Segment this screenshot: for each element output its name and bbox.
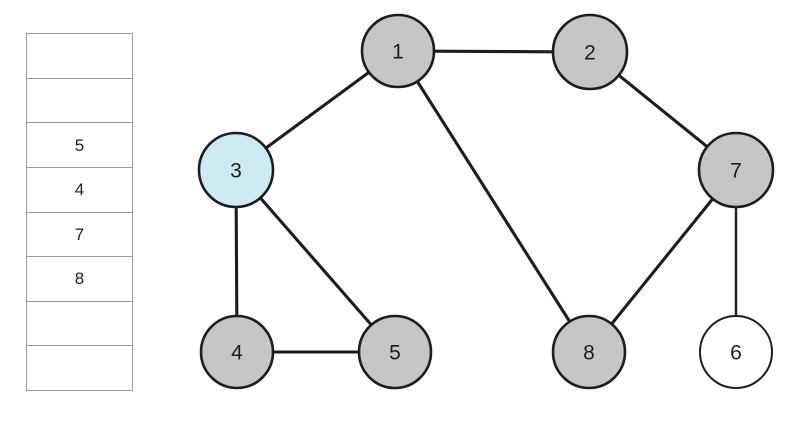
- graph-edge: [414, 78, 573, 325]
- graph-node-3[interactable]: 3: [197, 131, 275, 209]
- graph-node-4[interactable]: 4: [199, 314, 275, 390]
- graph-edge: [616, 72, 710, 150]
- node-circle-4[interactable]: [199, 314, 275, 390]
- node-label-1: 1: [392, 41, 404, 64]
- graph-node-1[interactable]: 1: [360, 13, 436, 89]
- graph-edge: [430, 49, 557, 54]
- queue-cell[interactable]: [27, 78, 132, 124]
- queue-cell[interactable]: 7: [27, 212, 132, 258]
- graph-edge: [609, 196, 716, 327]
- graph-edge: [263, 69, 372, 151]
- queue-cell[interactable]: 4: [27, 167, 132, 213]
- queue-cell[interactable]: [27, 301, 132, 347]
- node-circle-3[interactable]: [197, 131, 275, 209]
- node-circle-7[interactable]: [697, 131, 775, 209]
- graph-nodes-layer: 1 2 3 4 5 6 7 8: [197, 13, 775, 390]
- node-label-5: 5: [389, 342, 401, 365]
- queue-cell[interactable]: [27, 346, 132, 390]
- node-label-3: 3: [230, 160, 242, 183]
- node-label-8: 8: [583, 342, 595, 365]
- graph-node-6[interactable]: 6: [699, 315, 773, 389]
- node-label-4: 4: [231, 342, 243, 365]
- node-circle-5[interactable]: [357, 314, 433, 390]
- graph-edge: [234, 203, 239, 320]
- node-circle-6[interactable]: [699, 315, 773, 389]
- graph-node-2[interactable]: 2: [551, 13, 629, 91]
- node-circle-8[interactable]: [551, 314, 627, 390]
- node-label-2: 2: [584, 42, 596, 65]
- queue-cell[interactable]: 8: [27, 257, 132, 302]
- node-label-7: 7: [730, 160, 742, 183]
- graph-node-7[interactable]: 7: [697, 131, 775, 209]
- graph-edges-layer: [234, 49, 738, 354]
- queue-cell[interactable]: [27, 34, 132, 79]
- graph-edge: [257, 195, 374, 328]
- node-circle-2[interactable]: [551, 13, 629, 91]
- queue-cell[interactable]: 5: [27, 123, 132, 168]
- graph-node-8[interactable]: 8: [551, 314, 627, 390]
- node-circle-1[interactable]: [360, 13, 436, 89]
- node-label-6: 6: [730, 342, 742, 365]
- graph-node-5[interactable]: 5: [357, 314, 433, 390]
